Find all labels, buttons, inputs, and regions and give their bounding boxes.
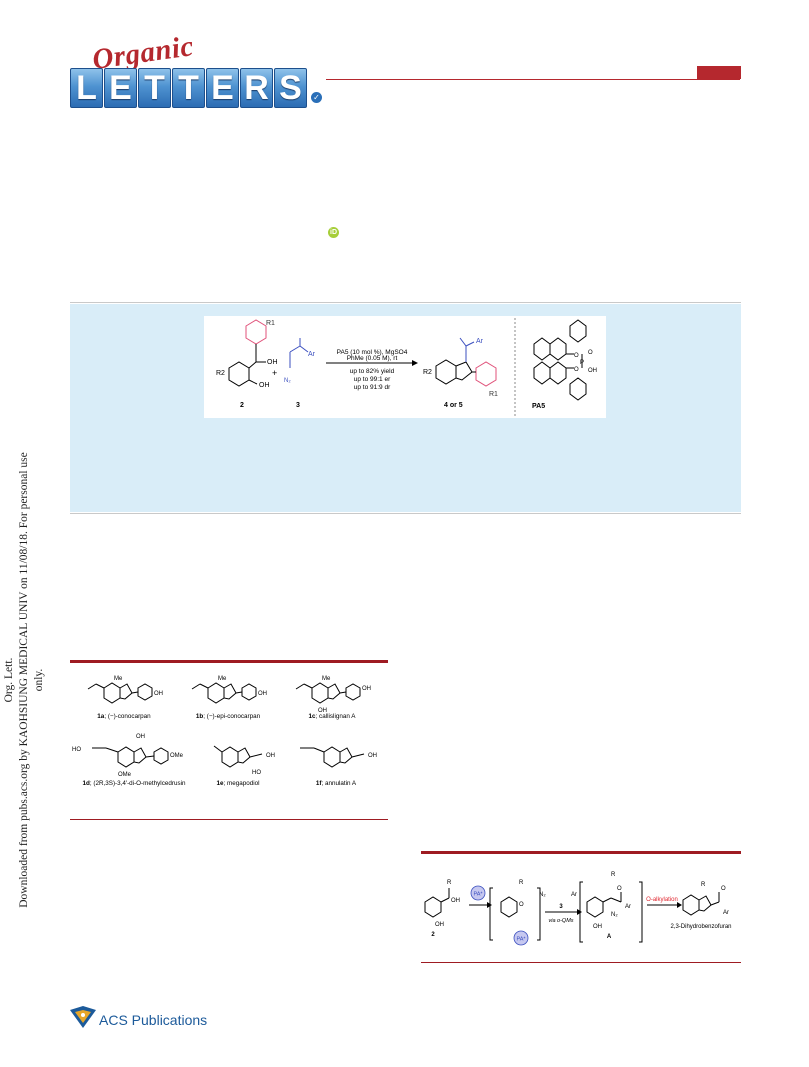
svg-text:Ar: Ar xyxy=(625,904,631,910)
svg-text:Ar: Ar xyxy=(476,338,484,345)
svg-text:Ar: Ar xyxy=(308,351,316,358)
svg-text:O: O xyxy=(721,886,726,892)
svg-text:Me: Me xyxy=(322,676,331,682)
logo-letter: S xyxy=(274,68,307,108)
step-label: O-alkylation xyxy=(646,897,678,903)
svg-text:OMe: OMe xyxy=(118,772,132,778)
svg-text:O: O xyxy=(574,367,579,373)
svg-text:Me: Me xyxy=(218,676,227,682)
svg-text:OH: OH xyxy=(267,359,278,366)
svg-text:up to 91:9 dr: up to 91:9 dr xyxy=(354,384,391,391)
svg-text:2: 2 xyxy=(431,932,435,938)
svg-text:P: P xyxy=(580,360,584,366)
catalyst-badge: PA* xyxy=(516,937,526,943)
svg-text:1e; megapodiol: 1e; megapodiol xyxy=(216,780,259,787)
catalyst-label: PA5 xyxy=(532,403,545,410)
catalyst-badge: PA* xyxy=(473,892,483,898)
svg-text:PhMe (0.05 M), rt: PhMe (0.05 M), rt xyxy=(347,355,398,362)
svg-text:OH: OH xyxy=(588,368,597,374)
product-label: 4 or 5 xyxy=(444,402,463,409)
svg-text:R: R xyxy=(611,872,616,878)
svg-text:OH: OH xyxy=(266,753,275,759)
svg-text:1b; (−)-epi-conocarpan: 1b; (−)-epi-conocarpan xyxy=(196,713,261,720)
svg-text:OH: OH xyxy=(362,686,371,692)
reagent-label: 2 xyxy=(240,402,244,409)
svg-text:Ar: Ar xyxy=(571,892,577,898)
svg-text:1f; annulatin A: 1f; annulatin A xyxy=(316,780,357,787)
scheme-diagram: PA* PA* R OH OH R O R Ar O N₂ OH R O Ar … xyxy=(421,858,741,958)
logo-letter: E xyxy=(206,68,239,108)
svg-text:R: R xyxy=(447,880,452,886)
svg-text:via o-QMs: via o-QMs xyxy=(548,918,573,924)
figure1-structures: Me OH Me OH Me OH OH HO OH OMe OMe OH HO… xyxy=(70,666,388,816)
svg-text:Me: Me xyxy=(114,676,123,682)
scheme-rule-bottom xyxy=(421,962,741,963)
svg-text:A: A xyxy=(607,934,612,940)
download-watermark: Org. Lett. Downloaded from pubs.acs.org … xyxy=(3,452,45,908)
svg-text:OH: OH xyxy=(593,924,602,930)
svg-text:HO: HO xyxy=(72,747,81,753)
publisher-name[interactable]: ACS Publications xyxy=(99,1012,208,1028)
svg-text:up to 82% yield: up to 82% yield xyxy=(350,368,395,375)
svg-text:N₂: N₂ xyxy=(611,912,618,918)
svg-text:R2: R2 xyxy=(216,370,225,377)
figure1-rule-top xyxy=(70,660,388,663)
svg-text:HO: HO xyxy=(252,770,261,776)
svg-text:O: O xyxy=(574,353,579,359)
svg-text:1d; (2R,3S)-3,4′-di-O-methylce: 1d; (2R,3S)-3,4′-di-O-methylcedrusin xyxy=(82,780,186,787)
svg-text:OH: OH xyxy=(368,753,377,759)
svg-text:R2: R2 xyxy=(423,369,432,376)
abstract-rule-top xyxy=(70,302,741,303)
figure1-rule-bottom xyxy=(70,819,388,820)
svg-text:OH: OH xyxy=(318,708,327,714)
svg-text:OH: OH xyxy=(154,691,163,697)
svg-text:OH: OH xyxy=(136,734,145,740)
reagent-label: 3 xyxy=(296,402,300,409)
logo-letter: L xyxy=(70,68,103,108)
acs-logo-icon xyxy=(70,1006,96,1033)
svg-text:R: R xyxy=(519,880,524,886)
svg-text:N₂: N₂ xyxy=(539,892,546,898)
logo-letter: E xyxy=(104,68,137,108)
svg-text:PA5 (10 mol %), MgSO4: PA5 (10 mol %), MgSO4 xyxy=(337,349,408,356)
header-rule xyxy=(326,79,740,80)
svg-text:R: R xyxy=(701,882,706,888)
header-tab xyxy=(697,66,741,79)
logo-letter: R xyxy=(240,68,273,108)
svg-text:R1: R1 xyxy=(266,320,275,327)
svg-text:OH: OH xyxy=(451,898,460,904)
svg-text:OH: OH xyxy=(435,922,444,928)
journal-logo: L E T T E R S xyxy=(70,68,307,108)
svg-text:Ar: Ar xyxy=(723,910,729,916)
svg-text:O: O xyxy=(588,350,593,356)
svg-text:N₂: N₂ xyxy=(284,378,291,384)
svg-text:+: + xyxy=(272,368,277,378)
abstract-graphic: R1 OH OH R2 2 + N₂ Ar 3 PA5 (10 mol %), … xyxy=(204,316,606,418)
svg-text:up to 99:1 er: up to 99:1 er xyxy=(354,376,391,383)
svg-text:O: O xyxy=(617,886,622,892)
logo-letter: T xyxy=(138,68,171,108)
orcid-icon[interactable]: iD xyxy=(328,227,339,238)
svg-text:O: O xyxy=(519,902,524,908)
logo-letter: T xyxy=(172,68,205,108)
svg-text:3: 3 xyxy=(559,904,563,910)
check-badge-icon: ✓ xyxy=(311,92,322,103)
scheme-rule-top xyxy=(421,851,741,854)
svg-text:OH: OH xyxy=(258,691,267,697)
svg-text:1a; (−)-conocarpan: 1a; (−)-conocarpan xyxy=(97,713,151,720)
svg-text:OH: OH xyxy=(259,382,270,389)
svg-text:2,3-Dihydrobenzofuran: 2,3-Dihydrobenzofuran xyxy=(670,924,731,930)
abstract-rule-bottom xyxy=(70,513,741,514)
svg-text:R1: R1 xyxy=(489,391,498,398)
svg-text:OMe: OMe xyxy=(170,753,184,759)
svg-text:1c; callislignan A: 1c; callislignan A xyxy=(309,713,357,720)
